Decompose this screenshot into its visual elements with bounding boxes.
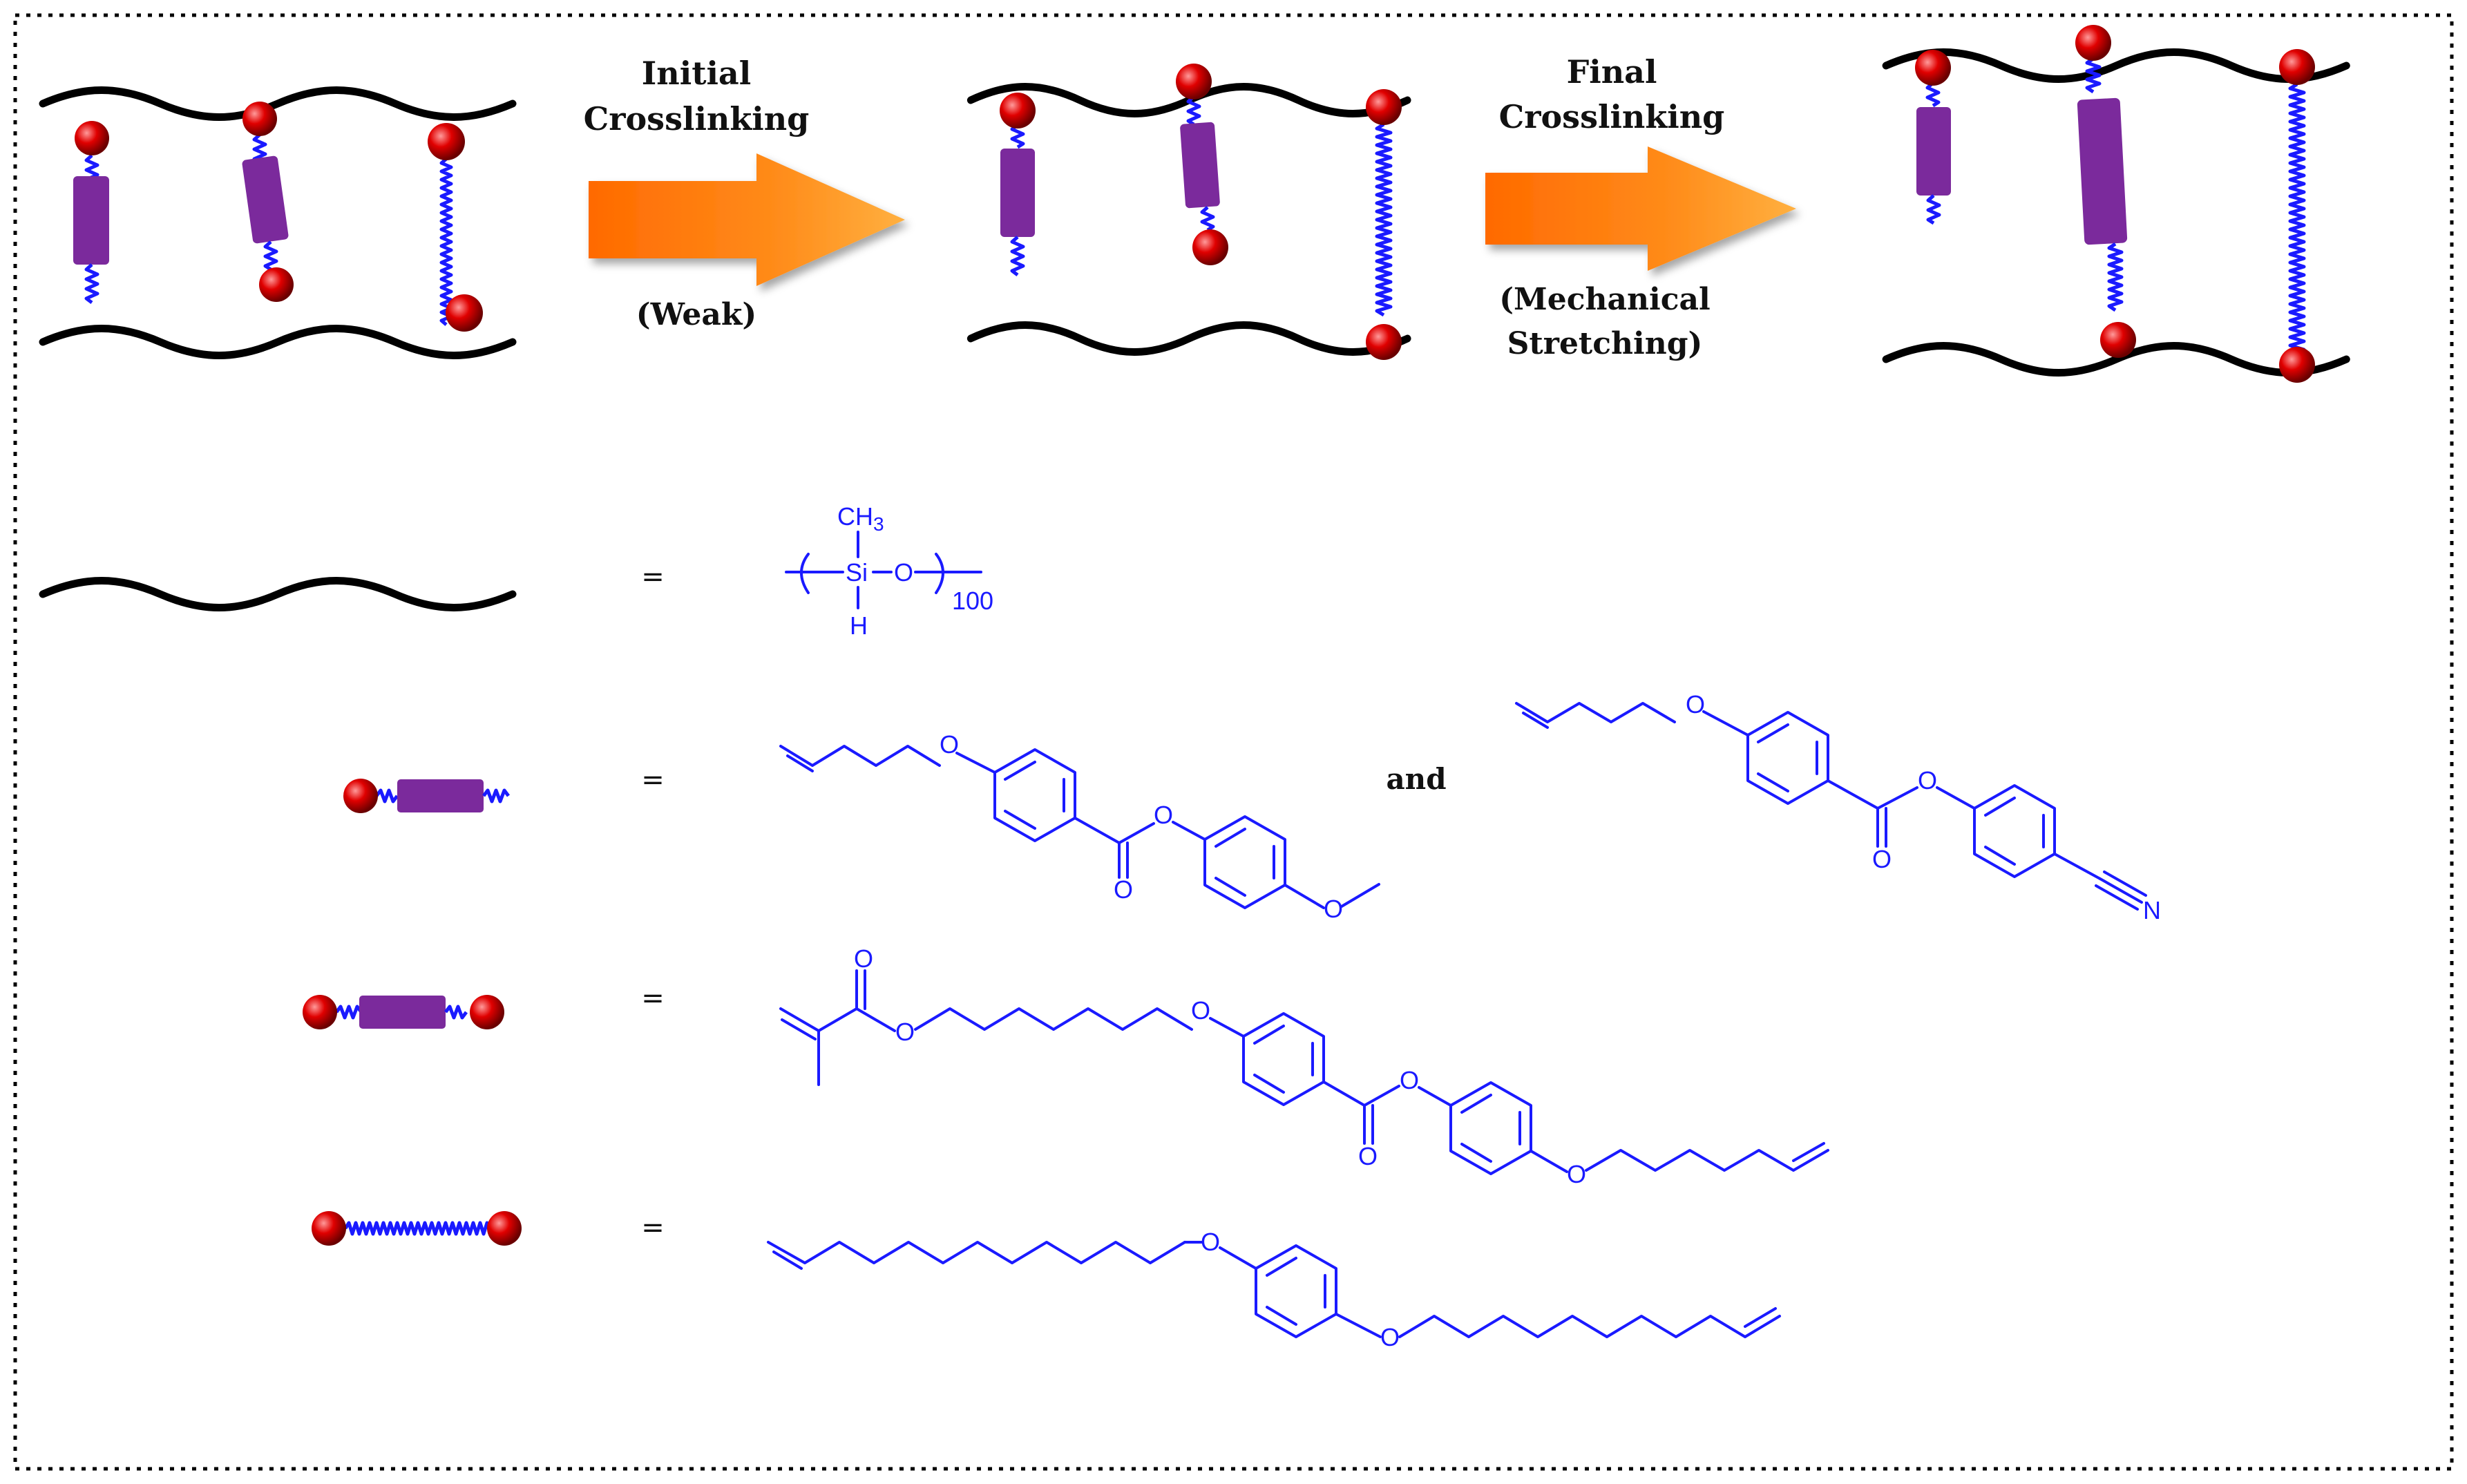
step-initial-crosslinking: Initial Crosslinking (Weak): [584, 55, 905, 332]
polymer-chain-top: [1886, 53, 2346, 79]
step-final-crosslinking: Final Crosslinking (Mechanical Stretchin…: [1485, 53, 1796, 361]
h-label: H: [850, 611, 868, 640]
legend-bifunctional-mesogen: = O O O O O: [303, 944, 1829, 1188]
equals-sign: =: [641, 764, 665, 796]
o-label: O: [1191, 996, 1210, 1025]
step2-line2: Crosslinking: [1499, 98, 1725, 135]
panel-after-final-crosslinking: [1886, 25, 2346, 383]
legend-mesogen-symbol: [343, 779, 510, 813]
crosslinker-attached: [1366, 89, 1402, 360]
mesogen-bifunctional-free: [242, 102, 294, 302]
ch3-subscript: 3: [873, 513, 884, 535]
legend-backbone: = CH3 Si O H 100: [43, 502, 993, 640]
legend-monofunctional-mesogen: = O O O O and: [343, 690, 2161, 924]
polymer-chain-bottom: [43, 329, 513, 356]
figure-border: [13, 13, 2454, 1471]
arrow-right-icon: [589, 153, 905, 286]
o-label: O: [894, 558, 913, 587]
molecule-diene-crosslinker: O O: [767, 1228, 1781, 1351]
crosslinker-stretched: [2279, 49, 2315, 383]
legend-mesogen-symbol: [303, 995, 504, 1029]
polymethylhydrosiloxane-structure: CH3 Si O H 100: [785, 502, 993, 640]
si-label: Si: [846, 558, 868, 587]
o-label: O: [1872, 845, 1892, 873]
crosslinker-free: [428, 123, 483, 332]
panel-before-crosslinking: [43, 91, 513, 356]
legend-chain-symbol: [43, 581, 513, 608]
legend-crosslinker-symbol: [312, 1211, 522, 1246]
step1-line2: Crosslinking: [584, 100, 810, 137]
step2-line1: Final: [1567, 53, 1657, 91]
o-label: O: [1358, 1142, 1378, 1170]
o-label: O: [1918, 766, 1937, 795]
n-label: N: [2143, 896, 2161, 924]
and-text: and: [1386, 762, 1446, 796]
mesogen-monofunctional-attached: [1000, 93, 1036, 276]
o-label: O: [1567, 1160, 1586, 1188]
o-label: O: [1380, 1323, 1400, 1351]
mesogen-bifunctional-half-attached: [1176, 64, 1228, 265]
polymer-chain-top: [43, 91, 513, 117]
o-label: O: [1154, 801, 1173, 829]
molecule-cyanophenyl-butenyloxybenzoate: O O O N: [1515, 690, 2161, 924]
repeat-subscript: 100: [952, 587, 993, 615]
o-label: O: [895, 1018, 915, 1046]
o-label: O: [1324, 895, 1343, 923]
o-label: O: [1400, 1066, 1419, 1094]
mesogen-bifunctional-crosslinked: [2075, 25, 2136, 358]
o-label: O: [1686, 690, 1705, 719]
panel-after-initial-crosslinking: [971, 64, 1407, 360]
o-label: O: [854, 944, 873, 973]
polymer-chain-bottom: [971, 325, 1407, 352]
step1-line1: Initial: [642, 55, 751, 92]
mesogen-monofunctional-free: [73, 121, 109, 304]
step2-condition-line1: (Mechanical: [1499, 282, 1711, 317]
equals-sign: =: [641, 982, 665, 1014]
ch3-label: CH3: [837, 502, 884, 535]
arrow-right-icon: [1485, 146, 1796, 271]
o-label: O: [1114, 875, 1133, 904]
step2-condition-line2: Stretching): [1507, 326, 1703, 361]
equals-sign: =: [641, 561, 665, 593]
equals-sign: =: [641, 1212, 665, 1244]
legend-crosslinker: = O O: [312, 1211, 1781, 1351]
step1-condition: (Weak): [636, 297, 756, 332]
molecule-methacrylate-mesogen-diene: O O O O O O: [779, 944, 1829, 1188]
molecule-methoxyphenyl-butenyloxybenzoate: O O O O: [779, 730, 1380, 923]
o-label: O: [1201, 1228, 1220, 1256]
o-label: O: [940, 730, 959, 759]
mesogen-monofunctional-attached: [1915, 50, 1951, 225]
